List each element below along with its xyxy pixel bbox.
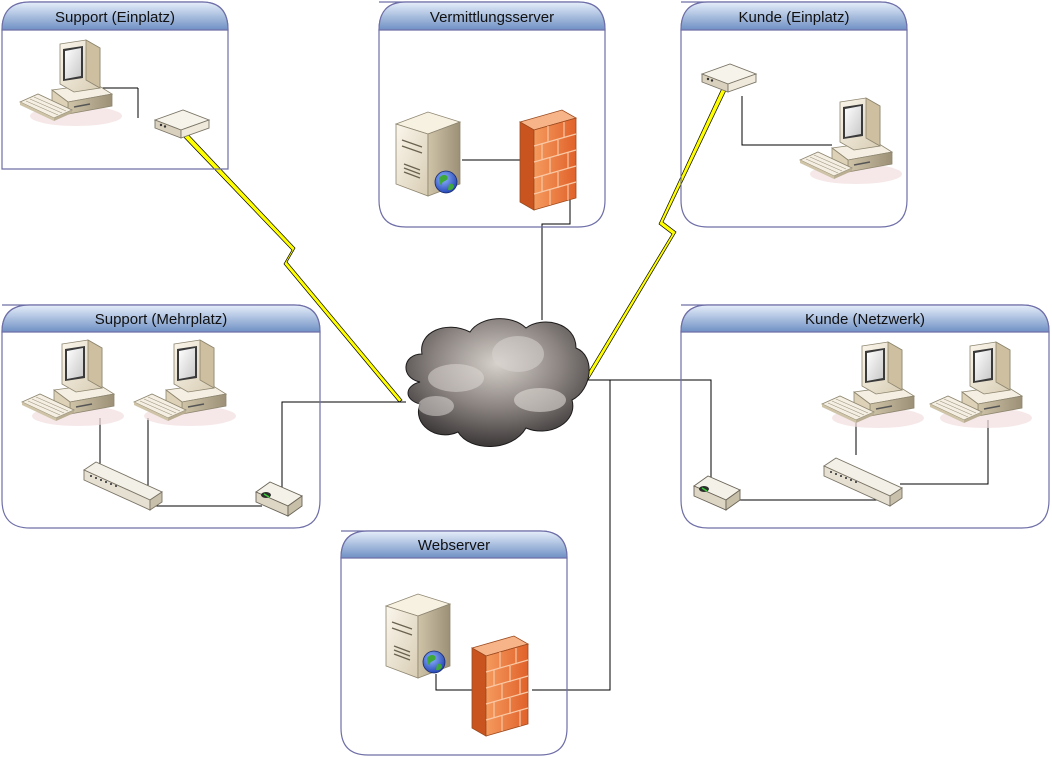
panel-title: Kunde (Einplatz)	[739, 9, 850, 26]
router-icon	[255, 481, 303, 517]
computer-icon	[133, 339, 237, 427]
computer-icon	[19, 39, 123, 127]
computer-icon	[799, 97, 903, 185]
panel-title: Support (Einplatz)	[55, 9, 175, 26]
panel-vermittlungsserver: Vermittlungsserver	[378, 1, 606, 228]
panel-title: Kunde (Netzwerk)	[805, 311, 925, 328]
link-cloud-webserver	[532, 380, 611, 691]
firewall-icon	[471, 635, 529, 737]
computer-icon	[929, 341, 1033, 429]
wireless-link-kunde	[584, 83, 729, 381]
panel-kunde-einplatz: Kunde (Einplatz)	[680, 1, 908, 228]
panel-kunde-netzwerk: Kunde (Netzwerk)	[680, 304, 1050, 529]
panel-support-mehrplatz: Support (Mehrplatz)	[1, 304, 321, 529]
panel-title: Support (Mehrplatz)	[95, 311, 228, 328]
link-mehrplatz-cloud	[281, 401, 406, 492]
modem-icon	[701, 63, 757, 93]
panel-title: Vermittlungsserver	[430, 9, 554, 26]
link-vermittlung-cloud	[541, 200, 571, 320]
firewall-icon	[519, 109, 577, 211]
globe-icon	[422, 650, 446, 674]
modem-icon	[154, 109, 210, 139]
panel-support-einplatz: Support (Einplatz)	[1, 1, 229, 170]
cloud-icon	[405, 318, 590, 447]
panel-webserver: Webserver	[340, 530, 568, 756]
computer-icon	[21, 339, 125, 427]
hub-icon	[83, 461, 163, 511]
computer-icon	[821, 341, 925, 429]
globe-icon	[434, 170, 458, 194]
link-cloud-netzwerk	[588, 379, 712, 488]
panel-title: Webserver	[418, 537, 490, 554]
router-icon	[693, 475, 741, 511]
hub-icon	[823, 457, 903, 507]
